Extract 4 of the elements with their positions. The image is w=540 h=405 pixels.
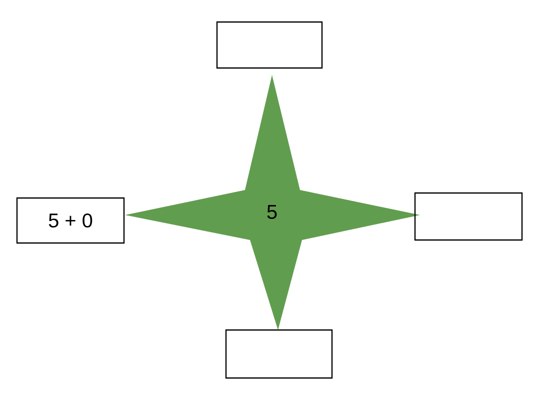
answer-box: [216, 21, 323, 69]
answer-box: [225, 329, 333, 379]
answer-box: [414, 192, 523, 241]
number-box: 5 + 0: [16, 197, 125, 244]
